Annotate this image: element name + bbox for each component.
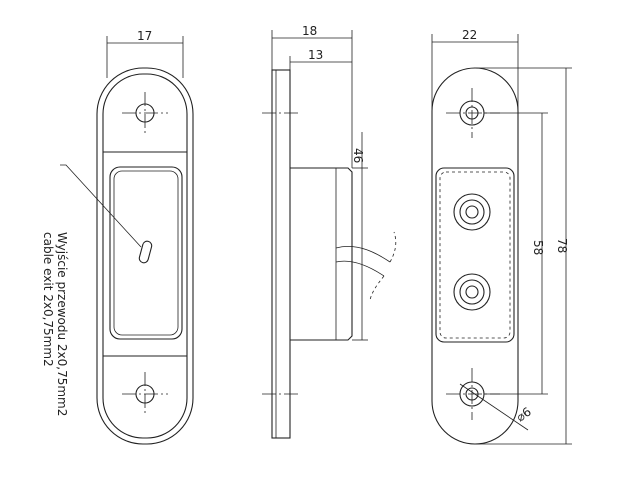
- back-hole-spacing-label: 58: [531, 240, 545, 255]
- front-outline: [96, 67, 194, 445]
- cable-outline-lower: [335, 260, 385, 277]
- back-led-bottom-outer: [453, 273, 491, 311]
- front-lens-window: [109, 166, 183, 340]
- side-base-plate: [271, 69, 291, 439]
- front-lens-inner: [113, 170, 179, 336]
- cable-note-line2: cable exit 2x0,75mm2: [41, 232, 55, 367]
- side-view: 18 13 46: [262, 24, 397, 439]
- cable-continuation: [369, 231, 397, 301]
- back-led-bottom-inner: [465, 285, 479, 299]
- front-inner-outline: [102, 73, 188, 439]
- cable-note-line1: Wyjście przewodu 2x0,75mm2: [55, 232, 69, 416]
- back-width-label: 22: [462, 28, 477, 42]
- front-view: 17: [60, 29, 194, 445]
- back-led-bottom-mid: [459, 279, 485, 305]
- back-lens-frame: [435, 167, 515, 343]
- back-led-top-inner: [465, 205, 479, 219]
- cable-outline-upper: [335, 246, 391, 263]
- cable-leader-line: [60, 164, 142, 248]
- side-total-width-label: 18: [302, 24, 317, 38]
- back-led-top-mid: [459, 199, 485, 225]
- hole-diameter-leader: [459, 383, 529, 431]
- back-view: 22 58 78 ⌀6: [431, 28, 572, 445]
- back-lens-dashed-outline: [439, 171, 511, 339]
- cable-exit-slot: [138, 240, 153, 264]
- cable-note: Wyjście przewodu 2x0,75mm2 cable exit 2x…: [41, 232, 69, 416]
- front-width-label: 17: [137, 29, 152, 43]
- hole-diameter-label: ⌀6: [514, 404, 534, 424]
- side-inner-width-label: 13: [308, 48, 323, 62]
- back-outline: [431, 67, 519, 445]
- back-led-top-outer: [453, 193, 491, 231]
- back-total-height-label: 78: [555, 238, 569, 253]
- side-body-height-label: 46: [351, 148, 365, 163]
- side-body-outline: [290, 167, 353, 341]
